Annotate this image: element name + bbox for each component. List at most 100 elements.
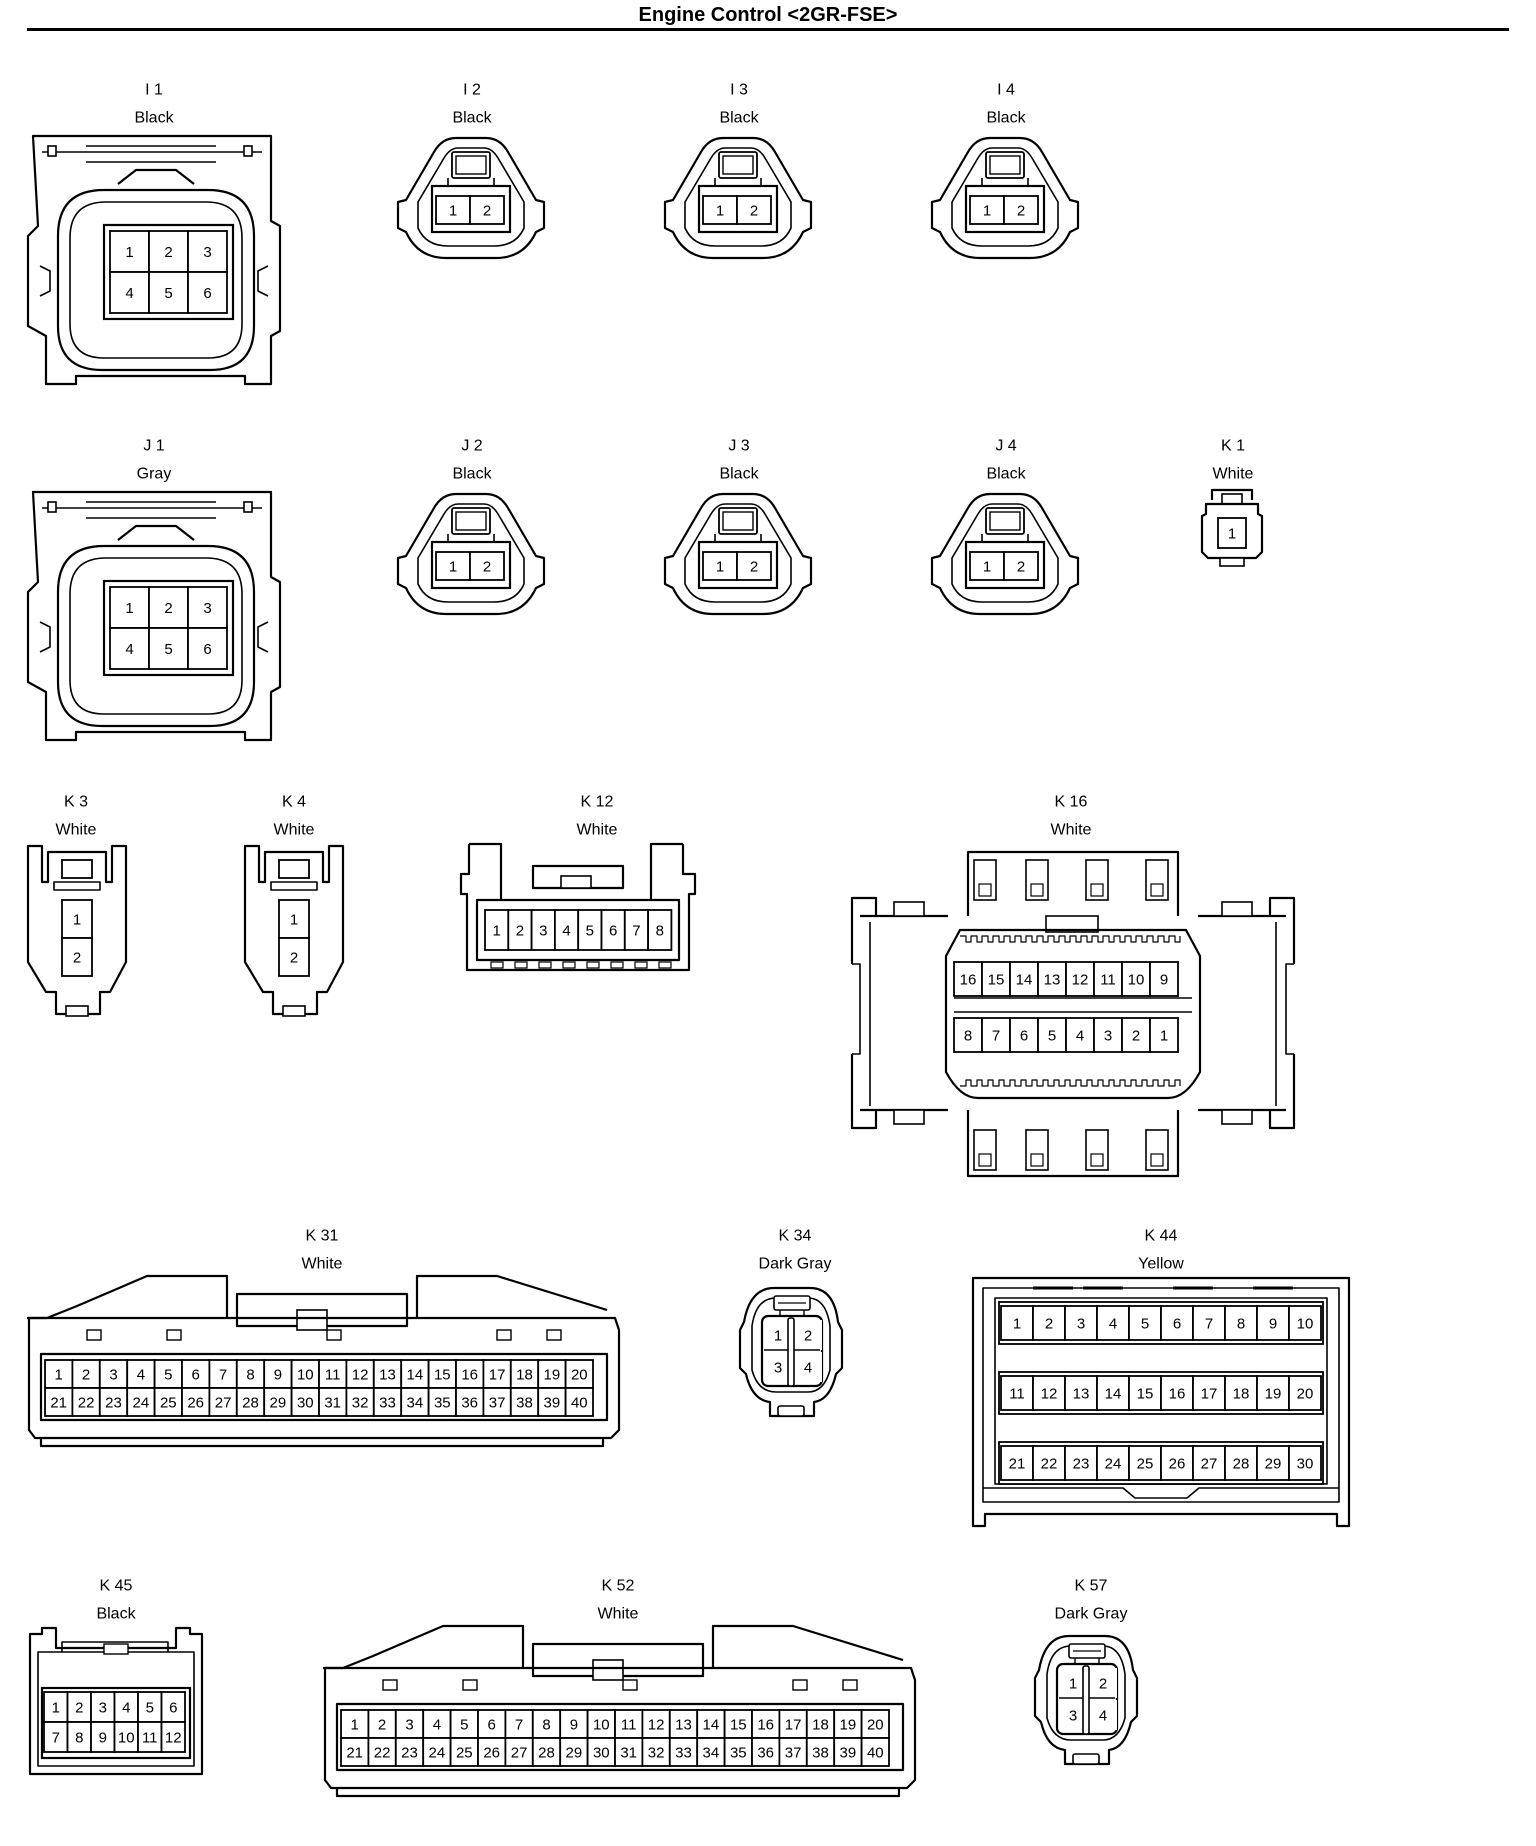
pin-number: 2 xyxy=(378,1717,386,1734)
pin-number: 1 xyxy=(716,203,724,220)
pin-cell xyxy=(1000,1375,1034,1411)
pin-number: 39 xyxy=(544,1395,561,1412)
connector-body xyxy=(396,492,546,616)
lock-bar xyxy=(270,881,318,891)
pin-number: 4 xyxy=(125,641,133,658)
pin-number: 6 xyxy=(1020,1028,1028,1045)
pin-cell xyxy=(1064,1375,1098,1411)
pin-number: 10 xyxy=(593,1717,610,1734)
connector-color: Yellow xyxy=(1138,1256,1184,1273)
pin-frame xyxy=(335,1702,905,1772)
pin-number: 32 xyxy=(352,1395,369,1412)
pin-number: 2 xyxy=(164,600,172,617)
pin-cell xyxy=(1288,1305,1322,1341)
pin-number: 33 xyxy=(379,1395,396,1412)
rib xyxy=(382,1679,398,1691)
pin-number: 10 xyxy=(1297,1316,1314,1333)
pin-cell xyxy=(98,1387,129,1417)
connector-body xyxy=(396,136,546,260)
pin-number: 14 xyxy=(407,1367,424,1384)
pin-cell xyxy=(318,1387,348,1417)
pin-number: 5 xyxy=(586,923,594,940)
pin-cell xyxy=(1003,551,1039,581)
body-inner xyxy=(684,147,792,247)
pin-cell xyxy=(187,586,228,629)
pin-number: 23 xyxy=(1073,1456,1090,1473)
center-key xyxy=(1082,1665,1090,1735)
top-key xyxy=(531,1642,705,1678)
pin-cell xyxy=(1192,1445,1226,1481)
pin-number: 26 xyxy=(483,1745,500,1762)
side-clip xyxy=(257,265,269,297)
pin-number: 3 xyxy=(1077,1316,1085,1333)
pin-face xyxy=(944,928,1202,1100)
pin-number: 12 xyxy=(352,1367,369,1384)
pin-cell xyxy=(482,1387,512,1417)
latch xyxy=(469,842,683,900)
pin-cell xyxy=(723,1709,753,1739)
mount-hole xyxy=(47,501,57,513)
pin-number: 16 xyxy=(757,1717,774,1734)
pin-number: 26 xyxy=(1169,1456,1186,1473)
connector-body xyxy=(1200,502,1264,560)
connector-body xyxy=(930,492,1080,616)
rib xyxy=(86,1329,102,1341)
housing-bottom xyxy=(966,1110,1180,1178)
pin-cell xyxy=(1009,961,1039,997)
pin-cell xyxy=(1009,1017,1039,1053)
foot-rail xyxy=(39,1438,605,1448)
pin-number: 2 xyxy=(164,244,172,261)
connector-id: K 1 xyxy=(1221,438,1245,455)
pin-cell xyxy=(1224,1305,1258,1341)
pin-number: 16 xyxy=(960,972,977,989)
pin-number: 4 xyxy=(562,923,570,940)
foot xyxy=(282,1005,306,1017)
clip xyxy=(1221,1109,1253,1125)
page-title: Engine Control <2GR-FSE> xyxy=(638,4,898,26)
pin-number: 1 xyxy=(1069,1676,1077,1693)
connector-color: White xyxy=(302,1256,343,1273)
mount-hole xyxy=(47,145,57,157)
lock-bar xyxy=(53,881,101,891)
pin-cell xyxy=(1121,961,1151,997)
connector-id: J 1 xyxy=(143,438,164,455)
housing-top xyxy=(966,850,1180,916)
pin-number: 22 xyxy=(374,1745,391,1762)
pin-number: 5 xyxy=(164,285,172,302)
pin-cell xyxy=(696,1737,726,1767)
pin-number: 24 xyxy=(1105,1456,1122,1473)
pin-number: 31 xyxy=(620,1745,637,1762)
connector-id: I 3 xyxy=(730,82,748,99)
pin-number: 6 xyxy=(192,1367,200,1384)
pin-number: 39 xyxy=(840,1745,857,1762)
pin-number: 1 xyxy=(492,923,500,940)
pin-number: 21 xyxy=(346,1745,363,1762)
pin-number: 5 xyxy=(1141,1316,1149,1333)
connector-color: Black xyxy=(452,466,492,483)
pin-cell xyxy=(1149,961,1179,997)
foot xyxy=(1072,1753,1100,1765)
pin-cell xyxy=(1065,961,1095,997)
connector-id: K 12 xyxy=(581,794,614,811)
pin-cell xyxy=(860,1737,890,1767)
pin-number: 30 xyxy=(593,1745,610,1762)
pin-number: 7 xyxy=(1205,1316,1213,1333)
connector-color: White xyxy=(1051,822,1092,839)
pin-cell xyxy=(435,551,471,581)
pin-cell xyxy=(1149,1017,1179,1053)
body-inner xyxy=(982,1287,1340,1503)
pin-cell xyxy=(435,195,471,225)
connector-color: Gray xyxy=(137,466,172,483)
rail xyxy=(852,963,1294,1055)
pin-cell xyxy=(208,1387,238,1417)
rib xyxy=(546,1329,562,1341)
foot-rail xyxy=(335,1788,901,1798)
pin-number: 21 xyxy=(50,1395,67,1412)
connector-id: J 3 xyxy=(728,438,749,455)
